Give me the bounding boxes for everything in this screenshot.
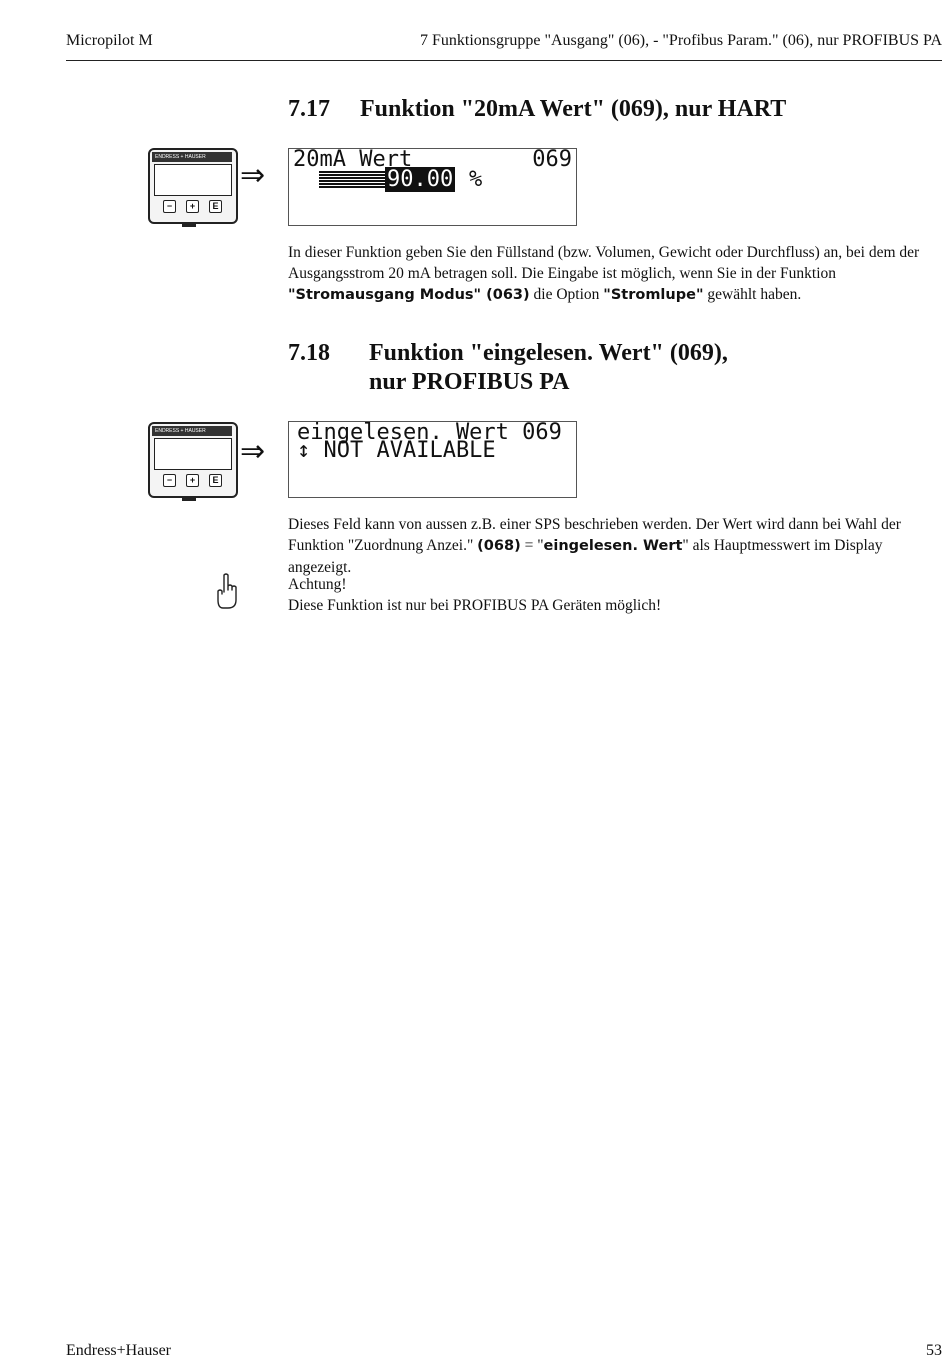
lcd-function-code: 069 <box>532 147 572 172</box>
note-heading: Achtung! <box>288 576 347 593</box>
device-enter-key: E <box>209 200 222 213</box>
section-18-title-line1: Funktion "eingelesen. Wert" (069), <box>369 340 728 366</box>
device-connector <box>182 222 196 227</box>
section-17-description: In dieser Funktion geben Sie den Füllsta… <box>288 242 948 306</box>
lcd-line-1: eingelesen. Wert 069 <box>297 420 562 445</box>
section-18-description: Dieses Feld kann von aussen z.B. einer S… <box>288 514 948 578</box>
para-bold-option: "Stromlupe" <box>603 287 704 303</box>
para-text: Dieses Feld kann von aussen z.B. einer S… <box>288 516 901 554</box>
device-plus-key: + <box>186 474 199 487</box>
device-brand-label: ENDRESS + HAUSER <box>152 426 232 436</box>
note-text: Diese Funktion ist nur bei PROFIBUS PA G… <box>288 597 662 614</box>
para-bold-option: eingelesen. Wert <box>543 538 683 554</box>
device-connector <box>182 496 196 501</box>
device-plus-key: + <box>186 200 199 213</box>
header-product-name: Micropilot M <box>66 32 153 49</box>
para-text: " als Hauptmesswert im Display angezeigt… <box>288 537 883 576</box>
lcd-line-2: ↕ NOT AVAILABLE <box>297 438 496 463</box>
device-minus-key: − <box>163 200 176 213</box>
footer-page-number: 53 <box>926 1342 942 1359</box>
para-text: die Option <box>529 286 604 303</box>
header-divider <box>66 60 942 61</box>
device-screen <box>154 438 232 470</box>
lcd-value: 90.00 <box>385 167 456 192</box>
section-18-title-line2: nur PROFIBUS PA <box>369 369 570 395</box>
lcd-function-title: 20mA Wert <box>293 147 413 172</box>
device-display-illustration: ENDRESS + HAUSER − + E <box>148 148 238 227</box>
footer-company: Endress+Hauser <box>66 1342 171 1359</box>
implies-arrow-icon: ⇒ <box>240 434 266 469</box>
device-screen <box>154 164 232 196</box>
lcd-display-20ma-wert: 20mA Wert 069 90.00 % <box>288 147 577 226</box>
section-18-number: 7.18 <box>288 340 330 366</box>
lcd-display-eingelesen-wert: eingelesen. Wert 069 ↕ NOT AVAILABLE <box>288 420 577 498</box>
device-enter-key: E <box>209 474 222 487</box>
para-text: In dieser Funktion geben Sie den Füllsta… <box>288 244 920 282</box>
header-chapter-title: 7 Funktionsgruppe "Ausgang" (06), - "Pro… <box>420 32 942 49</box>
para-bold-function: "Stromausgang Modus" (063) <box>288 287 530 303</box>
para-text: gewählt haben. <box>703 286 802 303</box>
implies-arrow-icon: ⇒ <box>240 158 266 193</box>
pointing-hand-icon <box>214 572 240 612</box>
section-17-number: 7.17 <box>288 96 330 122</box>
para-text: = " <box>520 537 544 554</box>
device-minus-key: − <box>163 474 176 487</box>
device-brand-label: ENDRESS + HAUSER <box>152 152 232 162</box>
device-display-illustration: ENDRESS + HAUSER − + E <box>148 422 238 501</box>
section-17-title: Funktion "20mA Wert" (069), nur HART <box>360 96 787 122</box>
para-bold-function-code: (068) <box>477 538 521 554</box>
lcd-unit: % <box>469 167 483 192</box>
